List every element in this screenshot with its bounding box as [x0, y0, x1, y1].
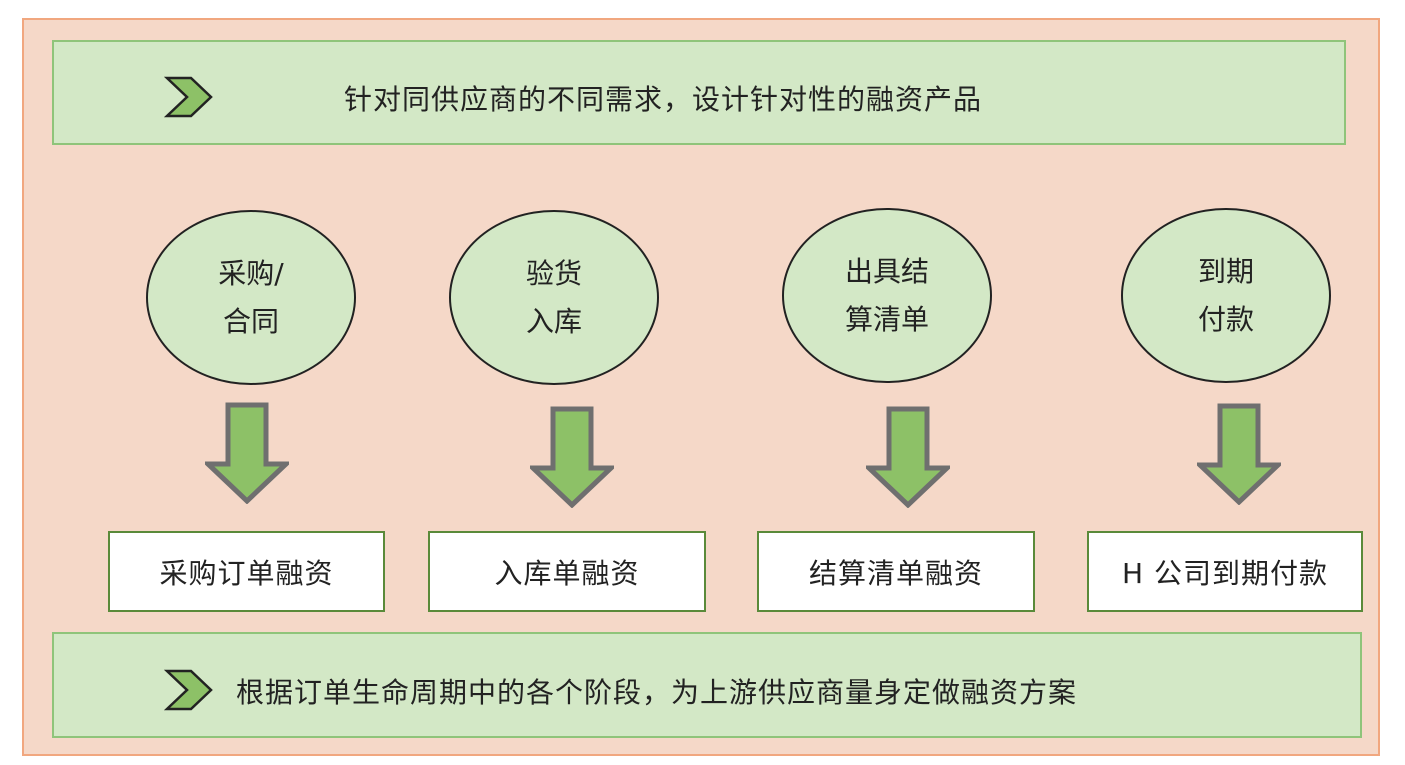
stage-label-line1: 采购/: [218, 256, 284, 290]
stage-label-line1: 出具结: [844, 254, 929, 288]
arrow-down-icon: [530, 406, 614, 508]
stage-label-line2: 合同: [222, 304, 279, 338]
stage-label-line1: 到期: [1197, 254, 1254, 288]
stage-circle-settlement: 出具结 算清单: [782, 208, 992, 383]
header-banner: 针对同供应商的不同需求，设计针对性的融资产品: [52, 40, 1346, 145]
chevron-right-icon: [164, 669, 213, 711]
product-box-warehouse-receipt: 入库单融资: [428, 531, 706, 612]
stage-label-line2: 入库: [525, 304, 582, 338]
stage-circle-purchase: 采购/ 合同: [146, 210, 356, 385]
stage-circle-payment: 到期 付款: [1121, 208, 1331, 383]
arrow-down-icon: [1197, 403, 1281, 505]
product-box-purchase-order: 采购订单融资: [108, 531, 385, 612]
stage-label-line1: 验货: [525, 256, 582, 290]
stage-circle-warehousing: 验货 入库: [449, 210, 659, 385]
arrow-down-icon: [205, 402, 289, 504]
header-text: 针对同供应商的不同需求，设计针对性的融资产品: [344, 83, 983, 116]
stage-label-line2: 算清单: [844, 302, 929, 336]
arrow-down-icon: [866, 406, 950, 508]
footer-text: 根据订单生命周期中的各个阶段，为上游供应商量身定做融资方案: [236, 676, 1078, 709]
footer-banner: 根据订单生命周期中的各个阶段，为上游供应商量身定做融资方案: [52, 632, 1362, 738]
product-box-settlement-list: 结算清单融资: [757, 531, 1035, 612]
product-box-maturity-payment: H 公司到期付款: [1087, 531, 1363, 612]
stage-label-line2: 付款: [1197, 302, 1254, 336]
chevron-right-icon: [164, 76, 213, 118]
